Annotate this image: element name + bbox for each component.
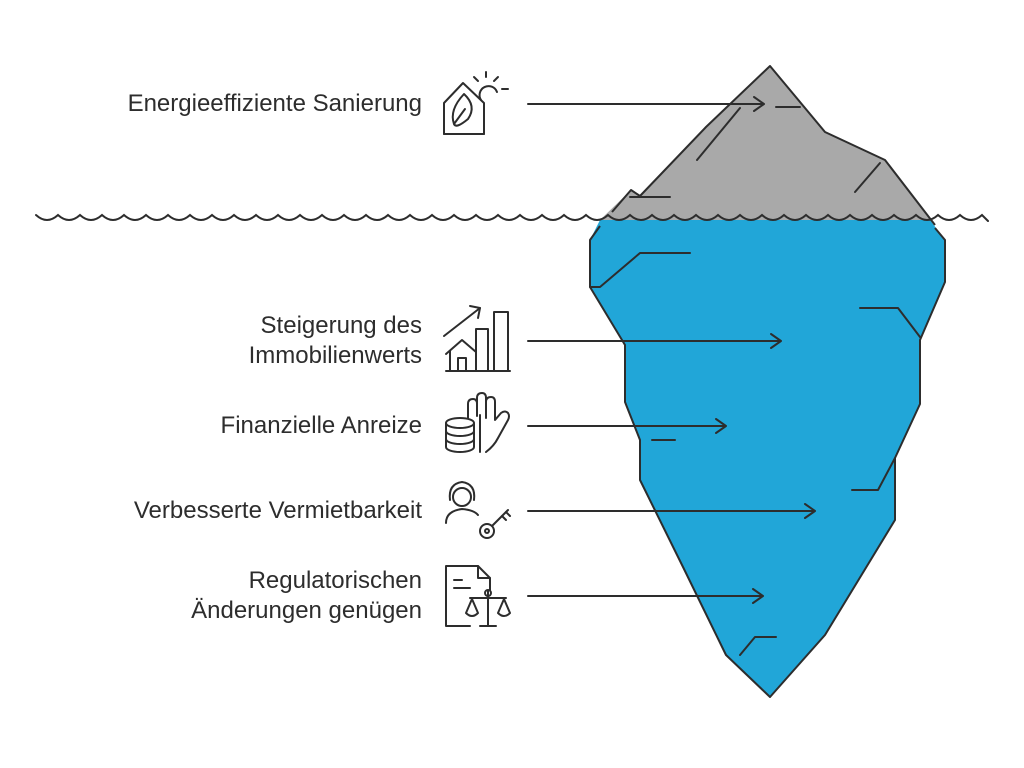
icons [443,71,511,627]
label-line: Immobilienwerts [248,342,422,369]
label-line: Regulatorischen [248,567,422,594]
water-waves [35,213,989,222]
coins-hand-icon [445,392,510,453]
label-energieeffiziente-sanierung: Energieeffiziente Sanierung [128,89,422,119]
label-verbesserte-vermietbarkeit: Verbesserte Vermietbarkeit [134,496,422,526]
label-line: Steigerung des [260,312,422,339]
label-regulatorischen-aenderungen: Regulatorischen Änderungen genügen [191,566,422,626]
iceberg-tip-outline [611,65,936,226]
person-key-icon [445,481,511,539]
arrow-energy [527,96,765,112]
iceberg-crevice-lines [589,106,921,656]
iceberg-underwater-body [590,220,945,697]
label-line: Änderungen genügen [191,597,422,624]
iceberg [589,65,946,698]
arrow-value [527,333,782,349]
label-finanzielle-anreize: Finanzielle Anreize [221,411,422,441]
house-growth-chart-icon [443,305,511,372]
label-line: Verbesserte Vermietbarkeit [133,497,422,524]
document-scales-icon [445,565,511,627]
arrow-rentability [527,503,816,519]
label-line: Energieeffiziente Sanierung [127,90,422,117]
iceberg-tip [600,66,930,220]
leaf-house-sun-icon [443,71,509,135]
label-line: Finanzielle Anreize [220,412,422,439]
label-steigerung-des-immobilienwerts: Steigerung des Immobilienwerts [249,311,422,371]
iceberg-underwater-outline [589,225,946,698]
connector-arrows [527,96,816,604]
arrow-regulations [527,588,764,604]
arrow-incentives [527,418,727,434]
